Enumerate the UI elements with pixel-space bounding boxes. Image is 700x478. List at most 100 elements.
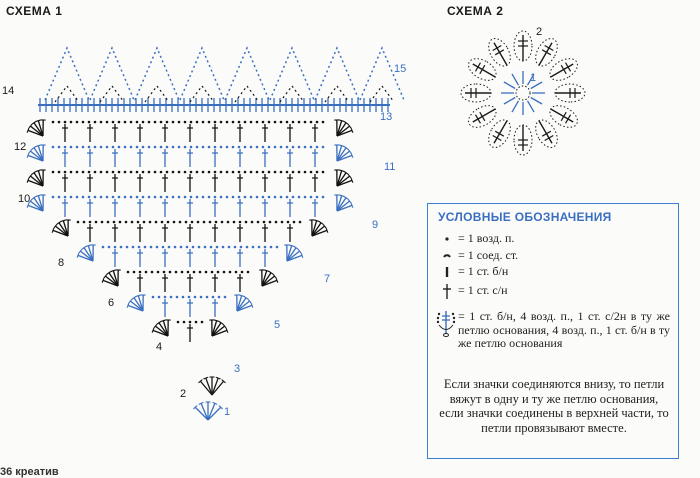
chain-stitch-mark (137, 245, 141, 249)
chain-stitch-mark (226, 220, 230, 224)
chain-stitch-mark (315, 195, 319, 199)
chain-stitch-mark (219, 145, 223, 149)
chain-stitch-mark (144, 270, 148, 274)
chain-stitch-mark (209, 245, 213, 249)
row-number: 5 (274, 319, 280, 331)
petal (513, 30, 533, 62)
row-number: 12 (14, 141, 26, 153)
legend-text-picot: = 1 ст. б/н, 4 возд. п., 1 ст. с/2н в ту… (458, 309, 670, 350)
chain-stitch-mark (303, 120, 307, 124)
fan-stitch-bar (126, 302, 130, 308)
fan-stitch-mark (205, 377, 213, 396)
fan-stitch-bar (198, 401, 204, 405)
chain-stitch-mark (113, 245, 117, 249)
chain-stitch-mark (255, 145, 259, 149)
chain-stitch-mark (131, 245, 135, 249)
chain-stitch-mark (231, 120, 235, 124)
petal-bar (494, 49, 505, 56)
chain-stitch-mark (233, 245, 237, 249)
chain-stitch-mark (249, 145, 253, 149)
fan-stitch-mark (37, 170, 44, 187)
row-number: 1 (224, 406, 230, 418)
fan-stitch-mark (58, 222, 69, 237)
chain-stitch-mark (214, 220, 218, 224)
fan-stitch-mark (236, 295, 243, 312)
chain-stitch-mark (216, 270, 220, 274)
chain-stitch-mark (177, 145, 181, 149)
fan-stitch-bar (160, 319, 166, 322)
fan-stitch-bar (347, 123, 352, 129)
fan-stitch-mark (83, 247, 94, 262)
fan-stitch-bar (339, 194, 345, 197)
chain-stitch-mark (205, 295, 209, 299)
chain-stitch-mark (291, 195, 295, 199)
chain-stitch-mark (63, 170, 67, 174)
double-crochet-icon (443, 284, 451, 299)
chain-stitch-mark (267, 120, 271, 124)
fan-stitch-mark (311, 229, 328, 237)
chain-stitch-mark (153, 120, 157, 124)
fan-stitch-bar (51, 227, 55, 233)
chain-stitch-mark (200, 320, 204, 324)
chain-stitch-mark (185, 245, 189, 249)
petal-bar (560, 111, 567, 122)
petal-stem (538, 42, 553, 66)
chain-stitch-mark (51, 195, 55, 199)
fan-stitch-bar (135, 294, 141, 297)
row-number: 15 (394, 63, 406, 75)
chain-stitch-mark (257, 245, 261, 249)
chain-stitch-mark (57, 145, 61, 149)
chain-stitch-mark (191, 245, 195, 249)
chain-stitch-mark (101, 245, 105, 249)
chain-stitch-mark (225, 120, 229, 124)
chain-stitch-mark (184, 220, 188, 224)
chain-stitch-mark (69, 170, 73, 174)
chain-stitch-mark (201, 120, 205, 124)
chain-stitch-mark (141, 195, 145, 199)
petal-bar (544, 44, 554, 51)
chain-stitch-mark (273, 195, 277, 199)
fan-stitch-bar (247, 298, 252, 304)
fan-stitch-mark (236, 300, 250, 312)
scheme-2-row-2: 2 (536, 26, 542, 38)
fan-stitch-bar (300, 252, 304, 258)
single-crochet-icon (445, 267, 449, 277)
chain-stitch-mark (183, 145, 187, 149)
chain-stitch-mark (249, 170, 253, 174)
chain-stitch-mark (286, 220, 290, 224)
fan-stitch-mark (112, 270, 119, 287)
chain-stitch-mark (75, 120, 79, 124)
flower-center-ring (515, 85, 531, 101)
chain-stitch-mark (93, 120, 97, 124)
chain-stitch-mark (69, 195, 73, 199)
chain-stitch-mark (147, 170, 151, 174)
chain-stitch-mark (183, 195, 187, 199)
chain-stitch-mark (165, 145, 169, 149)
chain-stitch-mark (81, 120, 85, 124)
chain-stitch-mark (321, 120, 325, 124)
chain-stitch-mark (171, 120, 175, 124)
chain-stitch-mark (201, 170, 205, 174)
chain-stitch-mark (208, 220, 212, 224)
chain-stitch-mark (269, 245, 273, 249)
fan-stitch-mark (336, 122, 347, 137)
fan-stitch-bar (322, 223, 327, 229)
fan-stitch-mark (261, 272, 272, 287)
fan-stitch-bar (343, 195, 349, 200)
chain-stitch-mark (267, 170, 271, 174)
chain-stitch-mark (175, 295, 179, 299)
chain-stitch-mark (148, 220, 152, 224)
fan-stitch-mark (102, 279, 119, 287)
chain-stitch-mark (171, 170, 175, 174)
fan-stitch-bar (343, 145, 349, 150)
chain-stitch-mark (219, 195, 223, 199)
petal (535, 38, 558, 67)
chain-stitch-mark (309, 145, 313, 149)
fan-stitch-bar (110, 269, 116, 272)
chain-stitch-mark (249, 120, 253, 124)
fan-stitch-mark (207, 403, 216, 421)
chain-stitch-mark (245, 245, 249, 249)
chain-stitch-mark (211, 295, 215, 299)
chain-stitch-mark (171, 195, 175, 199)
